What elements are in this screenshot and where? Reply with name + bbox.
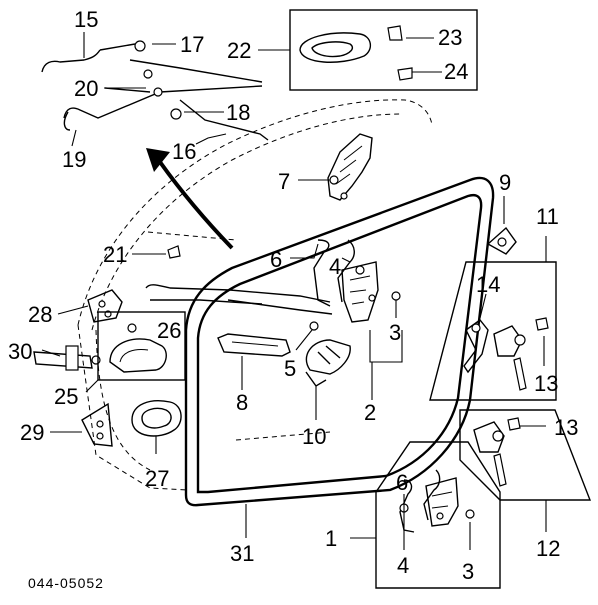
part-number-labels: 15 17 22 23 24 20 18 19 16 7 9 11 21 6 4… [8,7,578,584]
door-shell-outline [77,99,433,491]
label-27: 27 [145,466,169,491]
box-12 [459,409,592,532]
label-25: 25 [54,384,78,409]
diagram-code: 044-05052 [28,575,104,591]
box-11 [429,236,557,401]
striker-plate [486,226,517,255]
label-4-upper: 4 [329,254,341,279]
remote-control-assembly [327,133,373,201]
box-1 [375,441,501,589]
label-17: 17 [180,32,204,57]
label-10: 10 [302,424,326,449]
label-9: 9 [499,170,511,195]
label-26: 26 [157,318,181,343]
label-7: 7 [278,169,290,194]
control-rods [41,40,269,141]
label-13-upper: 13 [534,371,558,396]
label-22: 22 [227,38,251,63]
label-13-lower: 13 [554,415,578,440]
leader-lines [41,32,546,550]
label-6-upper: 6 [270,247,282,272]
upper-hinge [87,289,123,323]
label-20: 20 [74,76,98,101]
label-1: 1 [325,526,337,551]
outside-handle-bezel [131,400,182,437]
label-2: 2 [364,400,376,425]
box-25-26 [85,311,186,393]
label-18: 18 [226,100,250,125]
label-4-lower: 4 [397,553,409,578]
label-21: 21 [103,242,127,267]
label-12: 12 [536,536,560,561]
lower-hinge [81,402,113,447]
label-19: 19 [62,147,86,172]
clip-21 [167,245,181,259]
label-6-lower: 6 [396,470,408,495]
door-lock-motor [305,321,351,387]
label-8: 8 [236,390,248,415]
label-5: 5 [284,356,296,381]
label-15: 15 [74,7,98,32]
door-check [33,345,101,371]
label-24: 24 [444,59,468,84]
label-3-lower: 3 [462,559,474,584]
label-31: 31 [230,541,254,566]
label-23: 23 [438,25,462,50]
direction-arrow [146,148,234,250]
label-16: 16 [172,139,196,164]
label-29: 29 [20,420,44,445]
inside-handle [217,333,291,357]
label-14: 14 [476,272,500,297]
box-22 [289,9,478,91]
label-11: 11 [536,204,559,229]
label-28: 28 [28,302,52,327]
label-3-upper: 3 [389,320,401,345]
label-30: 30 [8,339,32,364]
